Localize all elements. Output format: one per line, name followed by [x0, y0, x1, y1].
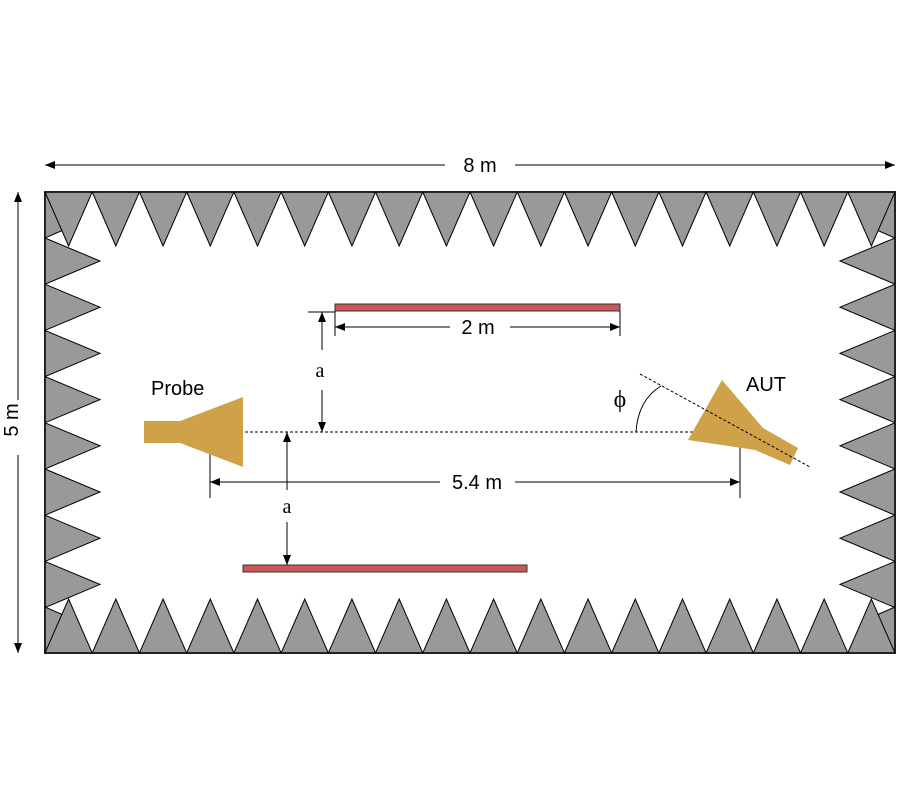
- chamber-border: [44, 191, 896, 654]
- aut-axis: [639, 373, 811, 468]
- aut-label: AUT: [746, 374, 786, 396]
- angle-arc: [635, 385, 662, 433]
- angle-label: ϕ: [614, 387, 627, 413]
- width-label: 8 m: [463, 155, 496, 177]
- bottom-scan-bar: [242, 564, 528, 573]
- offset-bottom-label: a: [283, 496, 292, 518]
- absorber-cones: [44, 190, 896, 655]
- separation-label: 5.4 m: [452, 472, 502, 494]
- top-scan-bar: [334, 303, 621, 312]
- probe-horn: [144, 397, 243, 467]
- probe-label: Probe: [151, 378, 204, 400]
- height-label: 5 m: [1, 403, 23, 436]
- offset-top-label: a: [316, 360, 325, 382]
- aut-horn: [688, 380, 798, 465]
- bar-length-label: 2 m: [461, 317, 494, 339]
